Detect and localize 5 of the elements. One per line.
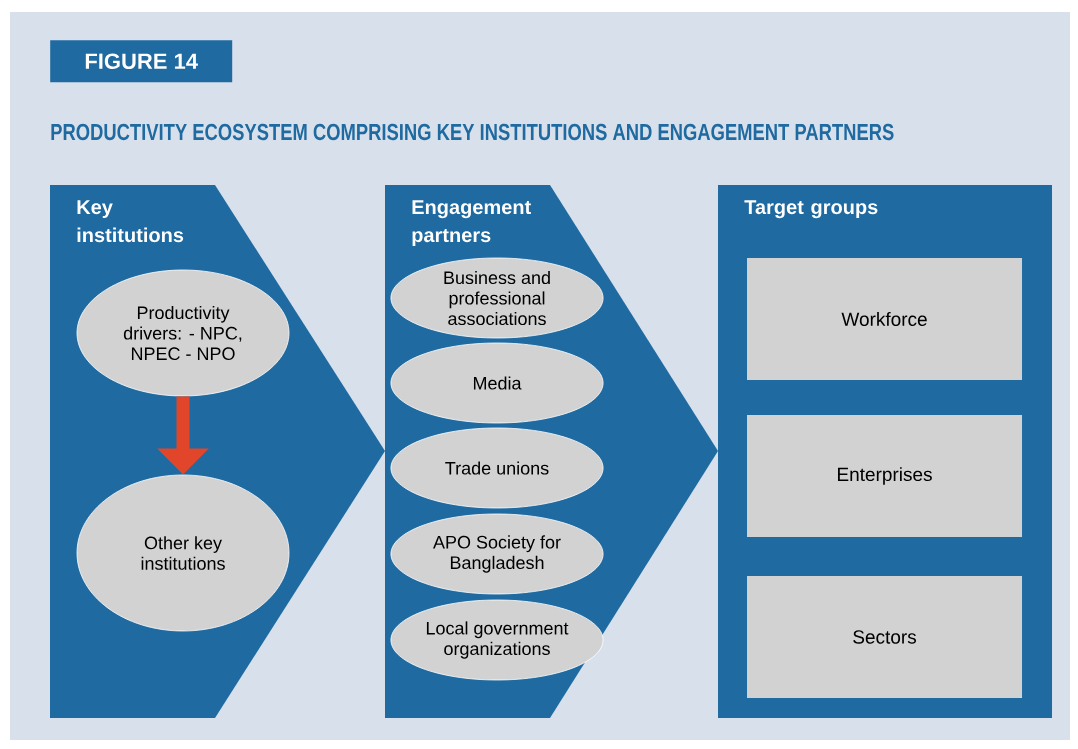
figure-badge: FIGURE 14 — [50, 40, 233, 83]
box: Workforce — [747, 258, 1022, 380]
title: PRODUCTIVITY ECOSYSTEM COMPRISING KEY INSTITUTIONS AND ENGAGEMENT PARTNERS — [51, 123, 894, 141]
box: Enterprises — [747, 415, 1022, 537]
box: Sectors — [747, 576, 1022, 698]
